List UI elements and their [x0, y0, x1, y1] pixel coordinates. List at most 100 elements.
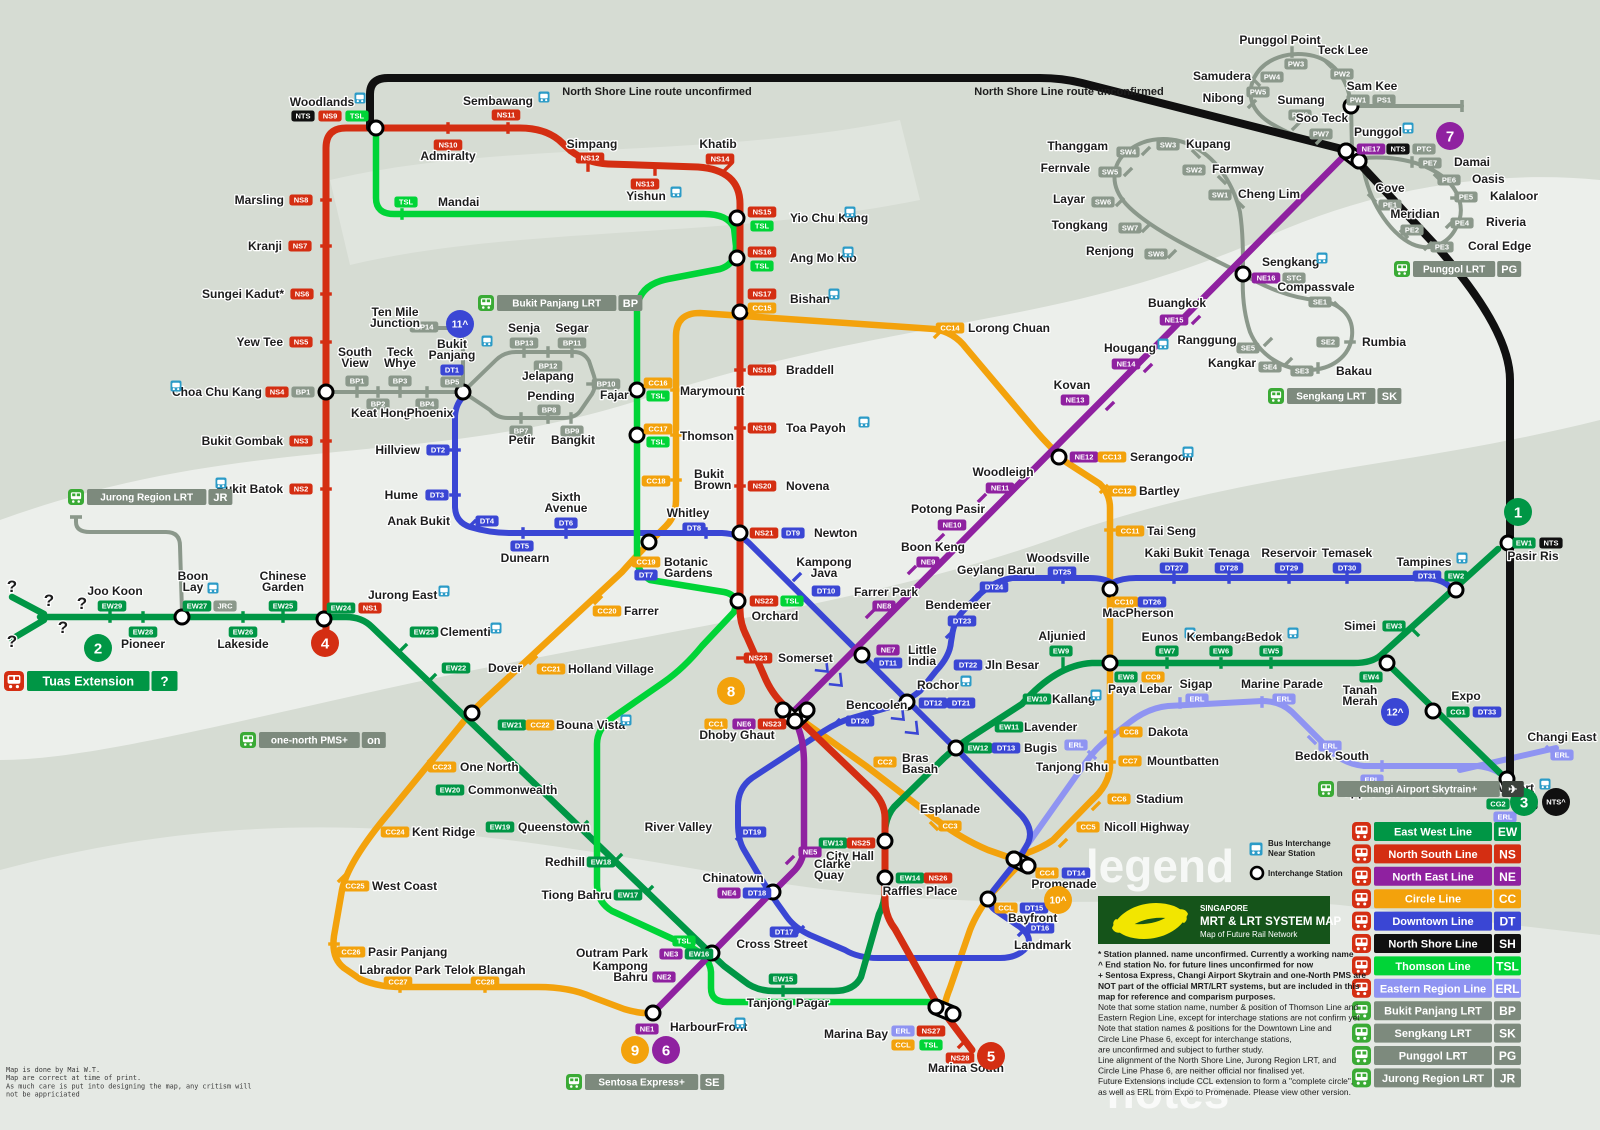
label: SW4 — [1120, 148, 1137, 157]
label: 1 — [1514, 504, 1522, 521]
interchange-station-macpherson — [1101, 580, 1119, 598]
station-code-chip: DT25 — [1047, 566, 1077, 578]
station-tick-novena — [734, 484, 746, 488]
label: 10^ — [1050, 896, 1067, 907]
station-label-orchard: Orchard — [752, 609, 799, 623]
station-code-chip: BP14 — [409, 321, 439, 333]
label: TSL — [350, 112, 365, 121]
bus-interchange-icon — [828, 288, 840, 300]
note-line: Future Extensions include CCL extension … — [1098, 1076, 1353, 1086]
mrt-train-icon — [4, 671, 24, 691]
station-tick-redhill — [612, 852, 624, 864]
label: DT6 — [559, 519, 573, 528]
station-label-kangkar: Kangkar — [1208, 356, 1256, 370]
station-code-chip: PE6 — [1437, 174, 1461, 186]
station-code-chip: EW6 — [1209, 645, 1233, 657]
station-label-temasek: Temasek — [1322, 546, 1373, 560]
label: CG2 — [1490, 800, 1505, 809]
station-code-chip: NS23 — [743, 652, 773, 664]
station-tick-kangkar — [1282, 356, 1294, 368]
label: EW4 — [1363, 673, 1380, 682]
label: North South Line — [1388, 849, 1477, 861]
label: SW7 — [1122, 224, 1138, 233]
label: PE2 — [1405, 226, 1419, 235]
station-label-dhoby-ghaut: Dhoby Ghaut — [699, 728, 774, 742]
station-tick-senja — [522, 346, 526, 358]
station-tick-geylang-baru — [970, 594, 982, 606]
station-label-choa-chu-kang: Choa Chu Kang — [172, 385, 262, 399]
station-tick-kampong-bahru — [682, 971, 694, 983]
station-code-chip: ERL — [1064, 739, 1088, 751]
station-code-chip: EW22 — [441, 662, 471, 674]
label: NE8 — [877, 602, 892, 611]
bus-interchange-icon — [734, 1017, 746, 1029]
station-label-potong-pasir: Potong Pasir — [911, 502, 985, 516]
station-code-chip: EW16 — [684, 948, 714, 960]
label: NS2 — [294, 485, 309, 494]
station-code-chip: BP7 — [509, 425, 533, 437]
station-code-chip: EW13 — [818, 837, 848, 849]
label: NTS — [1544, 539, 1559, 548]
label: 3 — [1520, 794, 1528, 811]
label: NE9 — [921, 558, 936, 567]
station-code-chip: NS7 — [288, 240, 312, 252]
note-line: ^ End station No. for future lines uncon… — [1098, 960, 1314, 970]
station-code-chip: SE4 — [1258, 361, 1282, 373]
station-tick-joo-koon — [108, 611, 112, 623]
label: EW12 — [968, 744, 988, 753]
bus-interchange-icon — [538, 91, 550, 103]
station-code-chip: SW2 — [1182, 164, 1206, 176]
bus-interchange-icon — [670, 186, 682, 198]
station-label-sengkang: Sengkang — [1262, 255, 1319, 269]
station-label-harbourfront: HarbourFront — [670, 1020, 747, 1034]
interchange-station-sengkang — [1234, 265, 1252, 283]
station-code-chip: CC10 — [1109, 596, 1139, 608]
label: Punggol LRT — [1399, 1051, 1468, 1063]
label: NS25 — [852, 839, 871, 848]
label: NS23 — [763, 720, 782, 729]
label: ERL — [1555, 751, 1570, 760]
interchange-station-yio-chu-kang — [728, 209, 746, 227]
station-label-bouna-vista: Bouna Vista — [556, 718, 625, 732]
label: ? — [160, 674, 168, 689]
label: SW1 — [1212, 191, 1228, 200]
direction-arrow-icon — [890, 706, 906, 722]
label: DT28 — [1220, 564, 1238, 573]
station-code-chip: SW3 — [1156, 139, 1180, 151]
station-tick-marina-south — [956, 1038, 968, 1050]
label: SE4 — [1263, 363, 1278, 372]
label: DT10 — [817, 587, 835, 596]
label: NS1 — [363, 604, 378, 613]
label: EW28 — [133, 628, 153, 637]
station-tick-clementi — [397, 642, 409, 654]
station-label-labrador-park: Labrador Park — [359, 963, 441, 977]
station-label-sigap: Sigap — [1180, 677, 1213, 691]
station-code-chip: SE2 — [1316, 336, 1340, 348]
label: EW11 — [999, 723, 1019, 732]
station-label-teck-lee: Teck Lee — [1318, 43, 1369, 57]
station-tick-clarke-quay — [784, 854, 796, 866]
interchange-station-botanic-gardens — [640, 533, 658, 551]
label: EW19 — [490, 823, 510, 832]
station-label-dunearn: Dunearn — [501, 551, 550, 565]
station-tick-braddell — [734, 368, 746, 372]
interchange-station-paya-lebar — [1101, 654, 1119, 672]
station-label-novena: Novena — [786, 479, 830, 493]
label: NS13 — [636, 180, 655, 189]
label: CC17 — [648, 425, 667, 434]
notes-watermark: notes — [1107, 1066, 1230, 1118]
station-label-cross-street: Cross Street — [736, 937, 807, 951]
station-label-tiong-bahru: Tiong Bahru — [542, 888, 612, 902]
station-label-nicoll-highway: Nicoll Highway — [1104, 820, 1190, 834]
interchange-station-bayfront — [979, 890, 997, 908]
unconfirmed-question-mark: ? — [7, 632, 17, 651]
label: NE2 — [657, 973, 672, 982]
interchange-station-raffles-place — [876, 869, 894, 887]
station-tick-temasek — [1345, 572, 1349, 584]
line-number-marker-4: 4 — [311, 629, 339, 657]
station-code-chip: NS17 — [747, 288, 777, 300]
station-label-dover: Dover — [488, 661, 522, 675]
station-code-chip: NE14 — [1111, 358, 1141, 370]
label: NTS — [1391, 145, 1406, 154]
station-tick-renjong — [1166, 248, 1178, 260]
